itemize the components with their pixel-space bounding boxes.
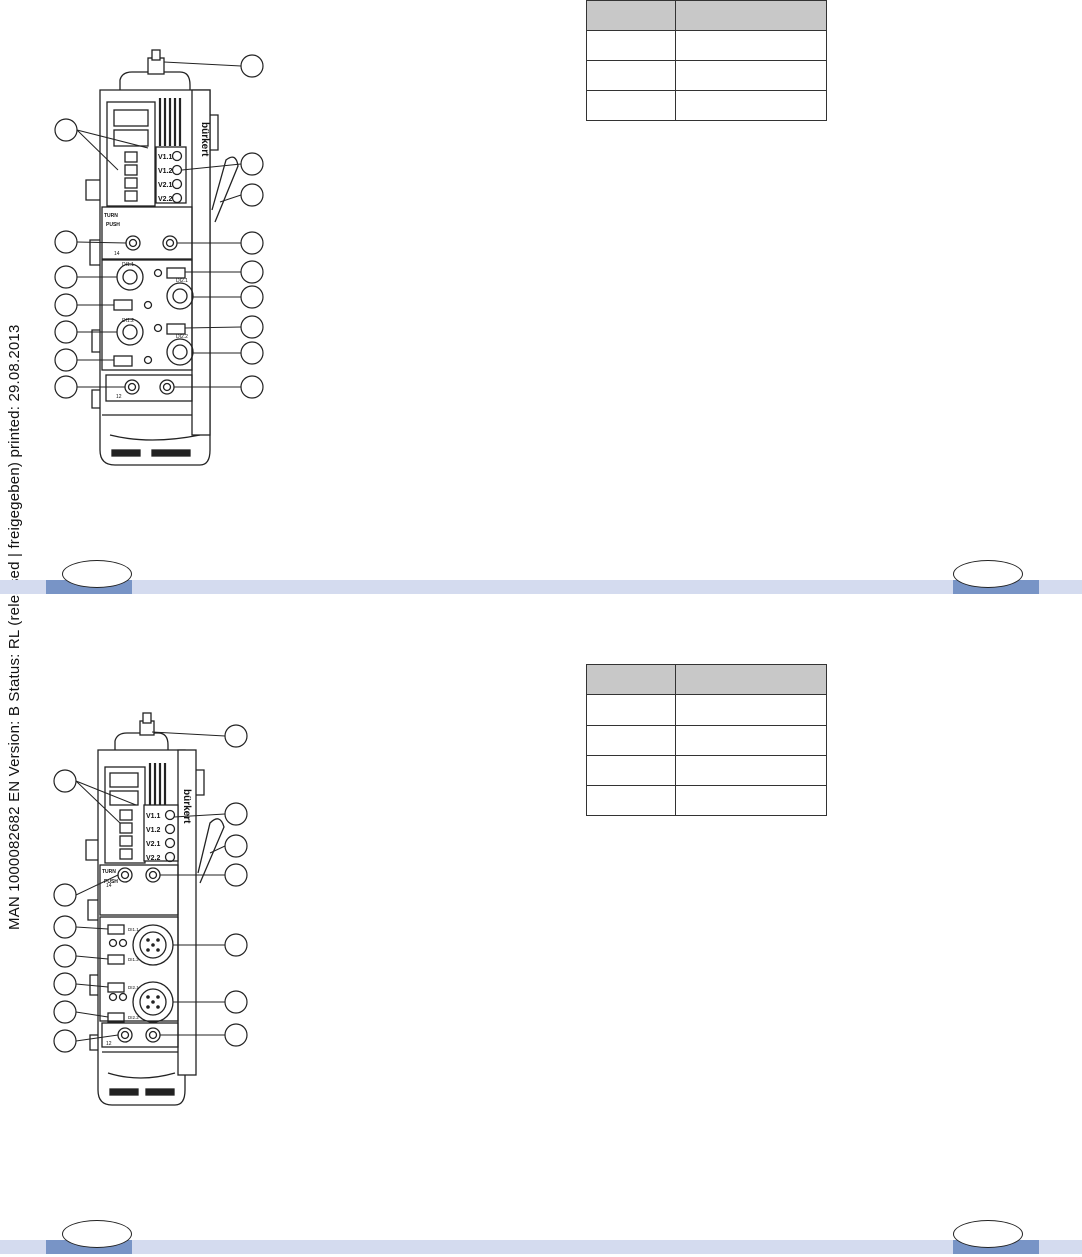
- device-figure-bottom: V1.1 V1.2 V2.1 V2.2 bürkert TURN PUSH 14…: [53, 712, 248, 1106]
- device-figure-top: V1.1 V1.2 V2.1 V2.2 bürkert TURN PUSH 14…: [54, 49, 264, 466]
- table-row: [586, 785, 827, 816]
- table-row: [586, 60, 827, 91]
- table-row: [586, 90, 827, 121]
- port-label-2: DI1.2: [128, 957, 139, 962]
- page-number-oval-left: [62, 1220, 132, 1248]
- valve-number-14: 14: [106, 883, 112, 889]
- table-row: [586, 30, 827, 61]
- table-header-row: [586, 664, 827, 695]
- port-label-4: DI2.2: [128, 1015, 139, 1020]
- brand-logo: bürkert: [199, 122, 210, 157]
- table-bottom: [586, 664, 827, 816]
- v-label-3: V2.1: [158, 182, 173, 189]
- valve-number-14: 14: [114, 251, 120, 257]
- port-label-1: DI1.1: [128, 927, 139, 932]
- print-status-sidebar: MAN 1000082682 EN Version: B Status: RL …: [6, 324, 23, 930]
- page-footer-top: [0, 560, 1082, 594]
- table-header-row: [586, 0, 827, 31]
- port-label-2: DI1.2: [122, 318, 134, 324]
- table-row: [586, 755, 827, 786]
- page-number-oval-right: [953, 1220, 1023, 1248]
- port-label-1: DI1.1: [122, 262, 134, 268]
- turn-label: TURN: [102, 869, 116, 875]
- port-label-4: DI2.2: [176, 334, 188, 340]
- table-top: [586, 0, 827, 121]
- v-label-1: V1.1: [146, 813, 161, 820]
- port-label-3: DI2.1: [128, 985, 139, 990]
- v-label-1: V1.1: [158, 154, 173, 161]
- push-label: PUSH: [104, 879, 118, 885]
- push-label: PUSH: [106, 222, 120, 228]
- footer-band: [0, 1240, 1082, 1254]
- v-label-4: V2.2: [158, 196, 173, 203]
- v-label-3: V2.1: [146, 841, 161, 848]
- v-label-4: V2.2: [146, 855, 161, 862]
- turn-label: TURN: [104, 213, 118, 219]
- port-label-3: DI2.1: [176, 278, 188, 284]
- table-row: [586, 725, 827, 756]
- page-number-oval-left: [62, 560, 132, 588]
- valve-number-12: 12: [106, 1041, 112, 1047]
- page-footer-bottom: [0, 1220, 1082, 1254]
- valve-number-12: 12: [116, 394, 122, 400]
- brand-logo: bürkert: [181, 789, 192, 824]
- page-number-oval-right: [953, 560, 1023, 588]
- v-label-2: V1.2: [158, 168, 173, 175]
- footer-band: [0, 580, 1082, 594]
- v-label-2: V1.2: [146, 827, 161, 834]
- table-row: [586, 694, 827, 726]
